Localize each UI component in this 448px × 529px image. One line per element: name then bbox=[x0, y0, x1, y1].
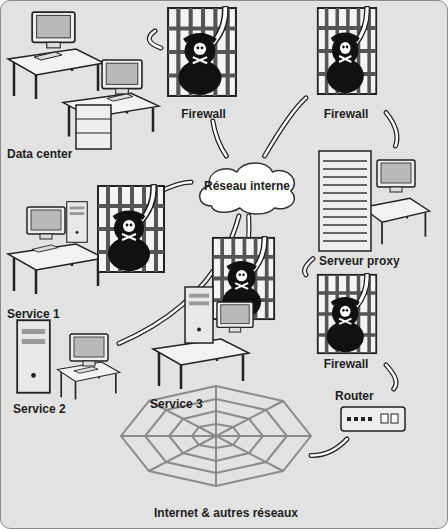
cable-core bbox=[149, 31, 161, 48]
proxy-server-node: Serveur proxy bbox=[313, 146, 433, 268]
data-center-node: Data center bbox=[5, 9, 155, 161]
firewall-node: Firewall bbox=[161, 5, 246, 121]
cable-outline bbox=[386, 365, 396, 389]
node-label: Firewall bbox=[324, 107, 369, 121]
firewall-node: Firewall bbox=[306, 5, 386, 121]
cable-outline bbox=[386, 112, 397, 146]
node-label: Service 3 bbox=[150, 397, 203, 411]
network-cable bbox=[149, 31, 161, 48]
cable-outline bbox=[213, 121, 227, 156]
network-cable bbox=[305, 259, 313, 275]
service-node: Service 1 bbox=[5, 186, 105, 321]
cable-core bbox=[311, 439, 347, 455]
node-label: Data center bbox=[7, 147, 72, 161]
network-cable bbox=[311, 439, 347, 455]
network-cable bbox=[386, 365, 396, 389]
service-node: Service 2 bbox=[9, 319, 119, 416]
node-label: Service 1 bbox=[7, 307, 60, 321]
node-label: Service 2 bbox=[13, 402, 66, 416]
node-label: Firewall bbox=[324, 357, 369, 371]
cable-core bbox=[265, 98, 306, 156]
node-label: Serveur proxy bbox=[319, 254, 400, 268]
cloud-outline bbox=[200, 163, 295, 214]
cable-outline bbox=[305, 259, 313, 275]
node-label: Réseau interne bbox=[204, 179, 290, 193]
node-label: Internet & autres réseaux bbox=[154, 506, 298, 520]
node-label: Router bbox=[335, 389, 374, 403]
cable-core bbox=[386, 112, 397, 146]
router-node: Router bbox=[323, 389, 418, 439]
firewall-node: Firewall bbox=[306, 273, 386, 371]
cable-outline bbox=[311, 439, 347, 455]
node-label: Firewall bbox=[181, 107, 226, 121]
cable-core bbox=[386, 365, 396, 389]
internet-node: Internet & autres réseaux bbox=[141, 386, 311, 520]
network-cable bbox=[265, 98, 306, 156]
network-cloud: Réseau interne bbox=[191, 156, 303, 216]
network-cable bbox=[213, 121, 227, 156]
cable-outline bbox=[149, 31, 161, 48]
network-cable bbox=[386, 112, 397, 146]
cable-outline bbox=[265, 98, 306, 156]
service-node: Service 3 bbox=[146, 286, 254, 411]
cable-core bbox=[305, 259, 313, 275]
cable-core bbox=[213, 121, 227, 156]
